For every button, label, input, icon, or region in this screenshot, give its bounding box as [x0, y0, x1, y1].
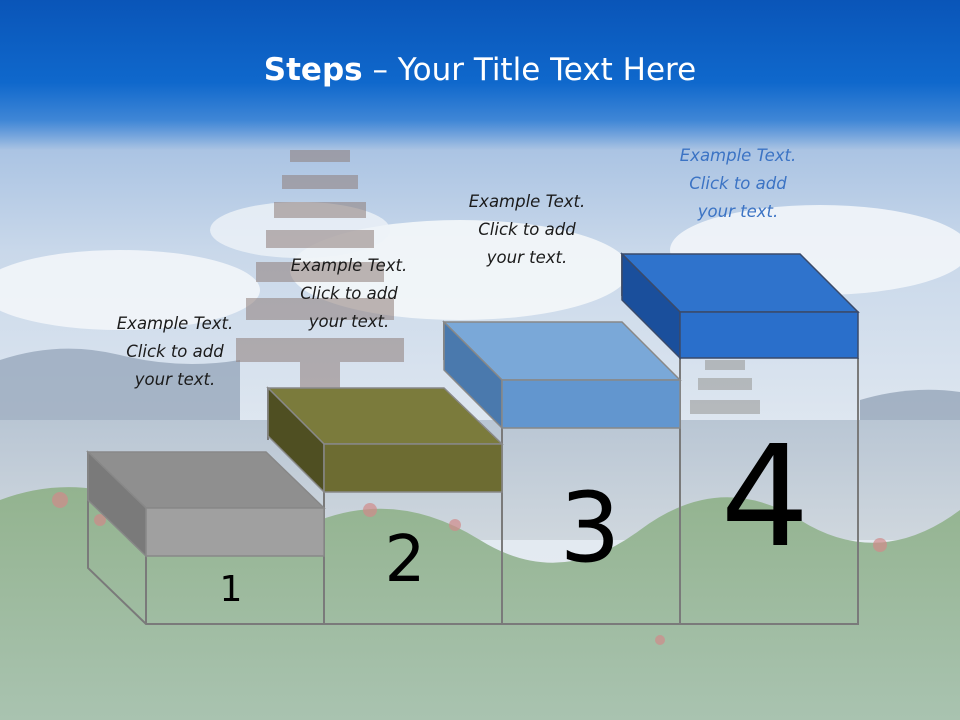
- step-3-caption[interactable]: Example Text. Click to add your text.: [468, 192, 586, 267]
- step-2-caption[interactable]: Example Text. Click to add your text.: [290, 256, 408, 331]
- title-bar: [0, 0, 960, 150]
- step-1-block[interactable]: [86, 450, 326, 558]
- slide-title[interactable]: Steps – Your Title Text Here: [0, 52, 960, 88]
- title-bold: Steps: [263, 52, 363, 88]
- step-3-block[interactable]: [442, 320, 682, 430]
- step-3-number: 3: [559, 472, 621, 584]
- step-4-caption[interactable]: Example Text. Click to add your text.: [679, 146, 797, 221]
- title-rest: – Your Title Text Here: [362, 52, 697, 88]
- step-4-number: 4: [720, 416, 810, 579]
- step-2-block[interactable]: [266, 386, 504, 494]
- step-1-caption[interactable]: Example Text. Click to add your text.: [116, 314, 234, 389]
- step-2-number: 2: [384, 523, 426, 597]
- step-1-number: 1: [219, 569, 243, 610]
- step-4-block[interactable]: [620, 252, 860, 360]
